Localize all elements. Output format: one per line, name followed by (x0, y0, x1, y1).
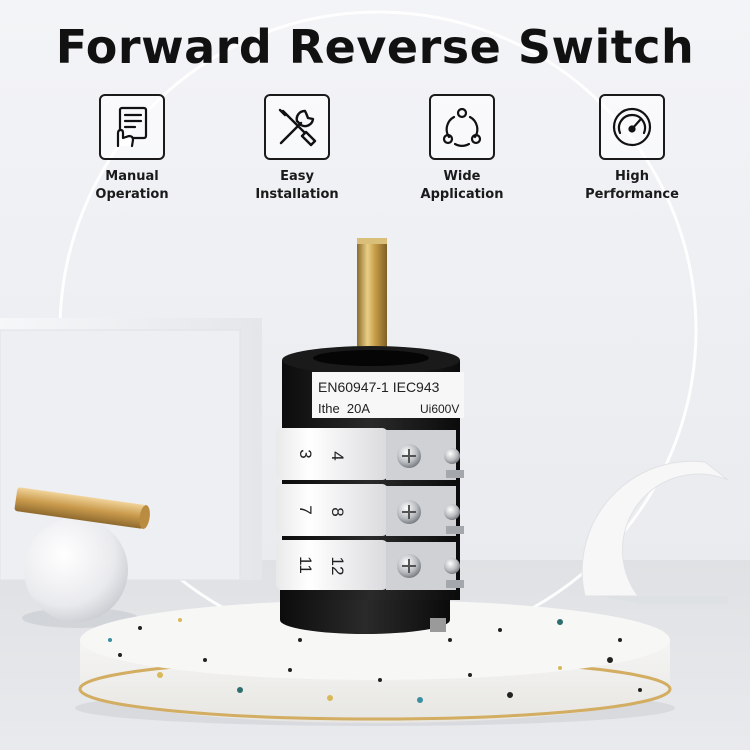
terrazzo-speckles (108, 618, 642, 703)
decor-sphere (24, 518, 128, 622)
page-title: Forward Reverse Switch (55, 20, 695, 74)
label-voltage-rating: Ui600V (420, 402, 459, 416)
switch-shaft (357, 238, 387, 360)
terminal-number-12: 12 (328, 557, 347, 576)
feature-label-line1: Manual (105, 169, 159, 184)
terminal-number-11: 11 (296, 556, 315, 574)
label-standard-text: EN60947-1 IEC943 (318, 379, 440, 395)
feature-label-line2: Operation (95, 187, 169, 202)
feature-label-line1: Easy (280, 169, 314, 184)
decor-arc-shape (581, 460, 729, 597)
feature-label-line2: Installation (255, 187, 339, 202)
terminal-number-7: 7 (296, 505, 315, 514)
terminal-number-3: 3 (296, 449, 315, 458)
feature-label-line1: High (615, 169, 649, 184)
label-current-rating: Ithe 20A (318, 401, 370, 416)
tools-wrench-screwdriver-icon (264, 94, 330, 160)
rating-label-plate (312, 372, 464, 418)
gauge-speedometer-icon (599, 94, 665, 160)
switch-base (280, 590, 450, 634)
feature-label-line2: Performance (585, 187, 679, 202)
manual-hand-document-icon (99, 94, 165, 160)
terminal-deck-3 (276, 540, 456, 590)
feature-label-line1: Wide (443, 169, 481, 184)
terminal-screws (397, 444, 464, 588)
decor-gold-bar (14, 487, 150, 529)
pedestal-top (80, 600, 670, 680)
terminal-number-8: 8 (328, 507, 347, 516)
terminal-number-4: 4 (328, 451, 347, 460)
feature-label-line2: Application (420, 187, 504, 202)
cycle-nodes-icon (429, 94, 495, 160)
